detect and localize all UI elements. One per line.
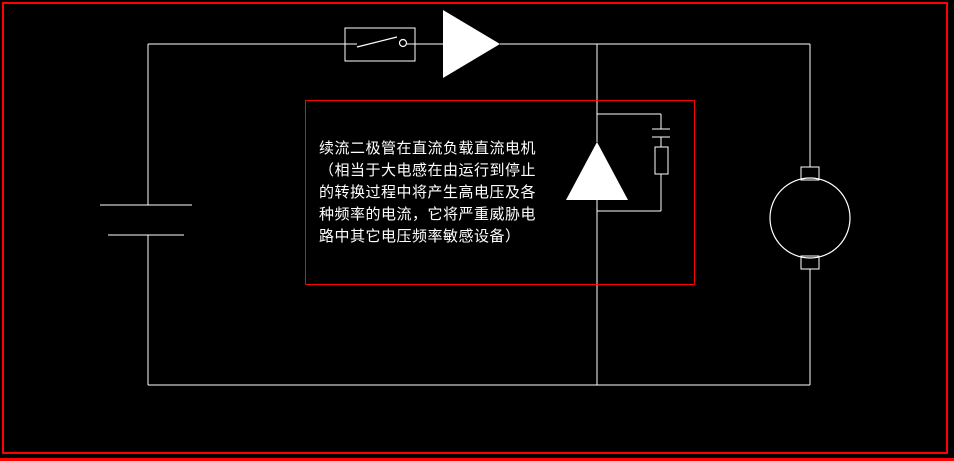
switch-icon [344,27,416,62]
motor-icon [769,166,851,270]
annotation-text: 续流二极管在直流负载直流电机 （相当于大电感在由运行到停止 的转换过程中将产生高… [319,137,536,247]
annotation-box: 续流二极管在直流负载直流电机 （相当于大电感在由运行到停止 的转换过程中将产生高… [305,100,695,285]
snubber-branch [597,113,670,212]
series-diode-icon [443,10,500,78]
annotation-line: 路中其它电压频率敏感设备） [319,227,521,245]
annotation-line: 种频率的电流，它将严重威胁电 [319,205,537,223]
annotation-line: （相当于大电感在由运行到停止 [319,161,537,179]
freewheel-diode-icon [566,142,628,200]
annotation-line: 续流二极管在直流负载直流电机 [319,139,537,157]
annotation-line: 的转换过程中将产生高电压及各 [319,183,537,201]
battery-icon [100,204,192,236]
drawing-frame-bottom-line [0,458,954,461]
